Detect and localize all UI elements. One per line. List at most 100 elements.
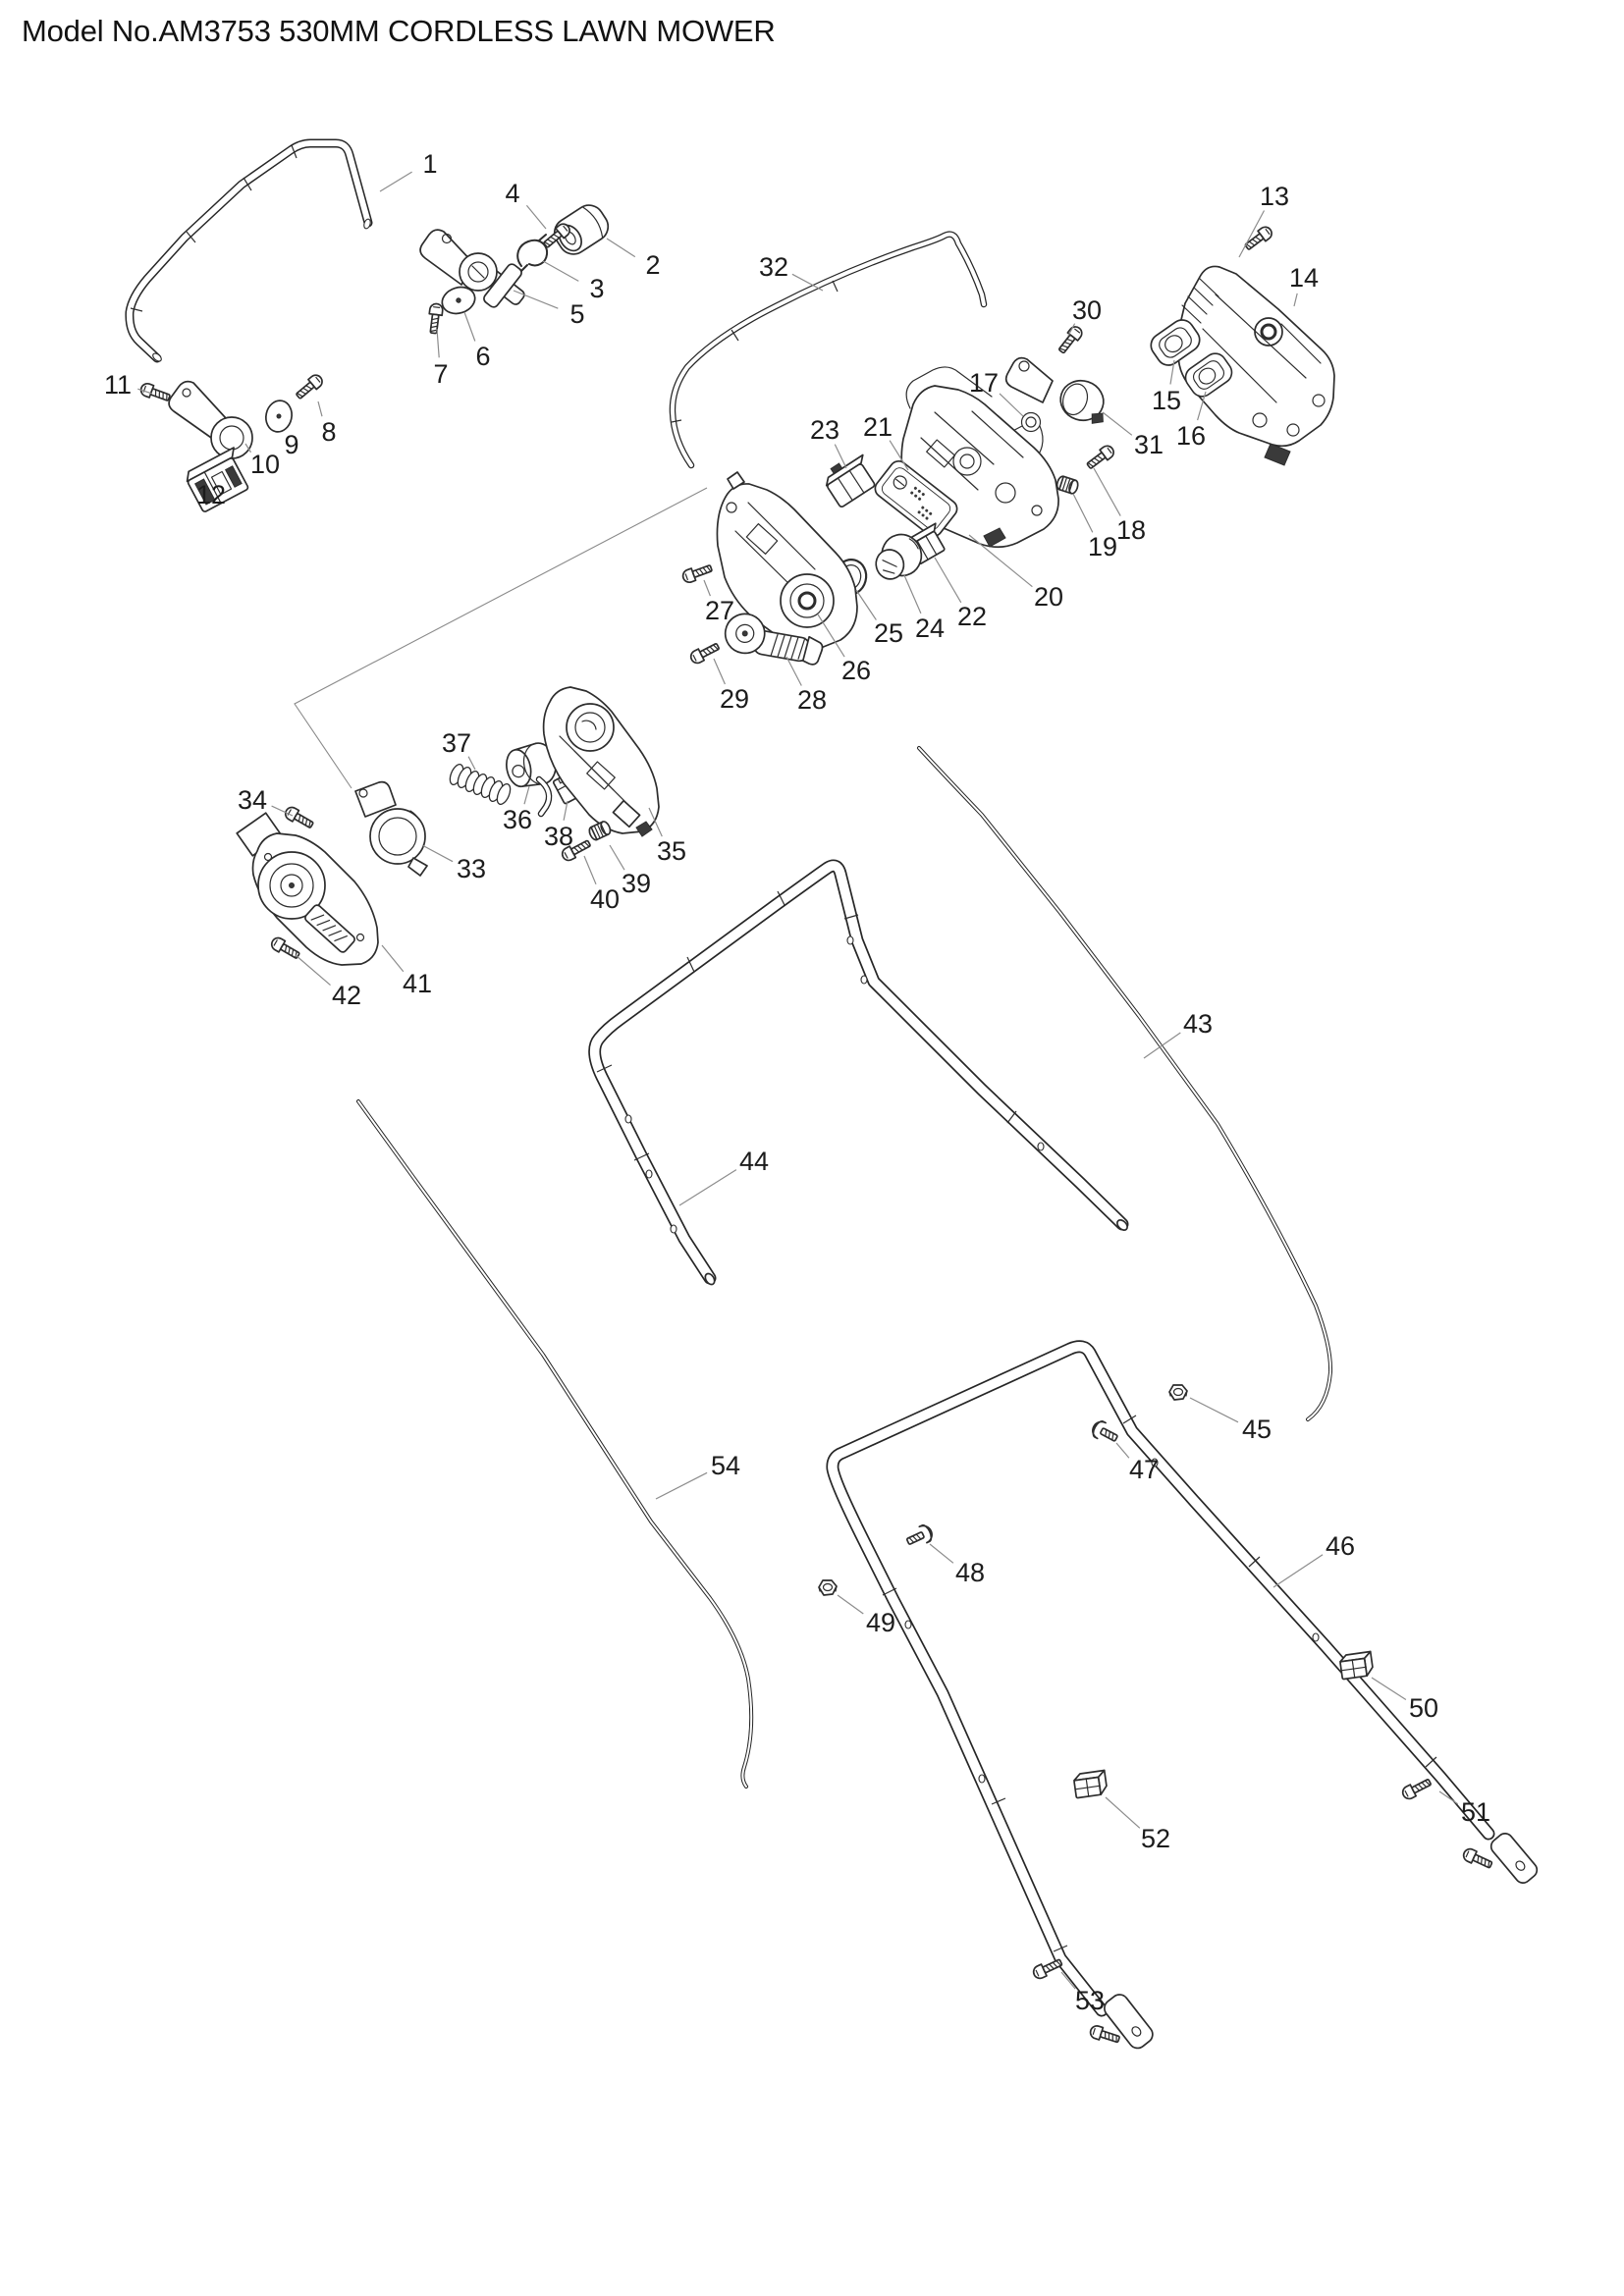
part-label-35: 35	[657, 836, 686, 866]
part-label-9: 9	[284, 430, 298, 459]
part-47-bolt	[1088, 1417, 1121, 1448]
part-label-32: 32	[759, 252, 788, 282]
part-label-5: 5	[569, 299, 584, 329]
part-label-8: 8	[321, 417, 336, 447]
leader-line-34	[271, 805, 294, 817]
part-label-14: 14	[1289, 263, 1319, 293]
part-label-51: 51	[1461, 1797, 1490, 1827]
part-26-housing	[716, 471, 858, 650]
part-label-49: 49	[866, 1608, 895, 1637]
part-33-clamp-ring	[354, 780, 428, 877]
part-label-20: 20	[1034, 582, 1063, 612]
part-label-27: 27	[705, 596, 734, 625]
leader-line-3	[542, 260, 579, 282]
leader-line-33	[421, 844, 454, 863]
part-53-screw	[1030, 1955, 1065, 1982]
leader-line-14	[1293, 293, 1298, 307]
foot-screw-right	[1460, 1845, 1495, 1872]
leader-line-27	[703, 579, 711, 597]
part-label-37: 37	[442, 728, 471, 758]
part-label-28: 28	[797, 685, 827, 715]
part-label-52: 52	[1141, 1824, 1170, 1853]
leader-line-6	[463, 311, 476, 342]
part-label-34: 34	[238, 785, 267, 815]
part-label-7: 7	[433, 359, 448, 389]
part-label-16: 16	[1176, 421, 1206, 451]
part-label-3: 3	[589, 274, 604, 303]
part-21-label-plate	[874, 459, 958, 538]
leader-line-11	[137, 388, 153, 395]
leader-line-40	[583, 855, 597, 885]
leader-line-21	[889, 440, 909, 471]
leader-line-46	[1272, 1554, 1324, 1588]
part-label-54: 54	[711, 1451, 740, 1480]
part-label-30: 30	[1072, 295, 1102, 325]
part-label-46: 46	[1326, 1531, 1355, 1561]
part-49-nut	[818, 1579, 838, 1596]
leader-line-7	[436, 328, 440, 358]
part-6-washer	[441, 286, 476, 315]
part-34-screw	[282, 804, 316, 832]
part-51-screw	[1399, 1775, 1434, 1802]
part-label-48: 48	[955, 1558, 985, 1587]
part-label-4: 4	[505, 179, 519, 208]
part-8-screw	[293, 371, 326, 402]
part-2-cap	[553, 204, 610, 255]
part-37-spring	[449, 763, 512, 806]
part-45-nut	[1168, 1384, 1188, 1401]
leader-line-22	[934, 557, 962, 604]
part-label-29: 29	[720, 684, 749, 714]
part-27-screw	[679, 561, 715, 585]
part-label-2: 2	[645, 250, 660, 280]
leader-line-24	[903, 574, 922, 614]
part-1-bail-tube	[125, 138, 373, 363]
leader-line-51	[1438, 1790, 1459, 1805]
leader-line-19	[1072, 493, 1094, 533]
leader-line-10	[244, 443, 252, 454]
leader-line-4	[525, 204, 547, 230]
leader-line-20	[968, 534, 1033, 588]
leader-line-8	[317, 400, 323, 417]
leader-line-48	[929, 1543, 954, 1564]
leader-line-43	[1143, 1032, 1181, 1059]
leader-line-23	[834, 444, 847, 469]
part-23-switch	[825, 454, 876, 508]
leader-line-2	[606, 238, 636, 258]
leader-line-50	[1371, 1677, 1407, 1701]
part-label-31: 31	[1134, 430, 1164, 459]
part-31-roller	[1004, 356, 1105, 424]
leader-line-36	[523, 785, 530, 805]
leader-line-31	[1102, 411, 1133, 436]
leader-line-25	[855, 589, 877, 620]
leader-line-15	[1169, 359, 1175, 385]
part-label-41: 41	[403, 969, 432, 998]
leader-line-26	[817, 614, 845, 658]
part-29-screw	[687, 639, 722, 667]
part-41-cover	[236, 812, 379, 966]
leader-line-16	[1197, 391, 1207, 421]
part-50-clip	[1338, 1650, 1375, 1681]
leader-line-54	[655, 1471, 708, 1500]
part-5-bracket	[419, 229, 525, 308]
part-35-housing	[542, 686, 660, 837]
part-label-25: 25	[874, 618, 903, 648]
part-11-screw	[137, 381, 173, 405]
part-42-screw	[268, 934, 302, 963]
part-13-screw	[1242, 223, 1275, 253]
part-54-cable	[356, 1099, 754, 1789]
part-label-26: 26	[841, 656, 871, 685]
foot-screw-left	[1088, 2023, 1122, 2047]
leader-line-32	[791, 273, 824, 292]
leader-line-29	[713, 658, 726, 685]
part-label-10: 10	[250, 450, 280, 479]
part-15-button	[1150, 319, 1201, 366]
part-10-lever	[168, 380, 253, 459]
part-label-21: 21	[863, 412, 893, 442]
leader-line-53	[1060, 1971, 1076, 1990]
part-label-53: 53	[1075, 1986, 1105, 2015]
leader-line-42	[295, 954, 331, 987]
part-24-knob	[875, 533, 923, 580]
part-52-clip	[1072, 1769, 1109, 1799]
leader-line-52	[1105, 1796, 1141, 1829]
